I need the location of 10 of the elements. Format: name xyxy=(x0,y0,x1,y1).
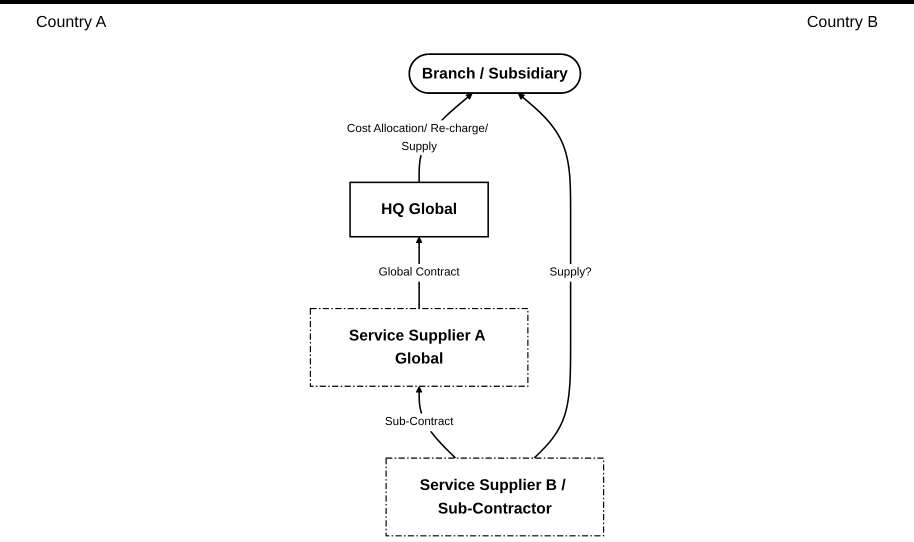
arrow xyxy=(518,93,572,459)
node-box: Service Supplier A Global xyxy=(310,308,528,387)
edge-label: Cost Allocation/ Re-charge/ Supply xyxy=(346,122,488,152)
node-box: Service Supplier B / Sub-Contractor xyxy=(386,458,604,536)
region-label: Country A xyxy=(36,14,106,33)
edge-label: Sub-Contract xyxy=(384,415,454,428)
node-box: HQ Global xyxy=(349,182,489,238)
edge-label: Supply? xyxy=(550,265,592,279)
region-label: Country B xyxy=(806,14,878,33)
edge-label: Global Contract xyxy=(378,265,460,279)
